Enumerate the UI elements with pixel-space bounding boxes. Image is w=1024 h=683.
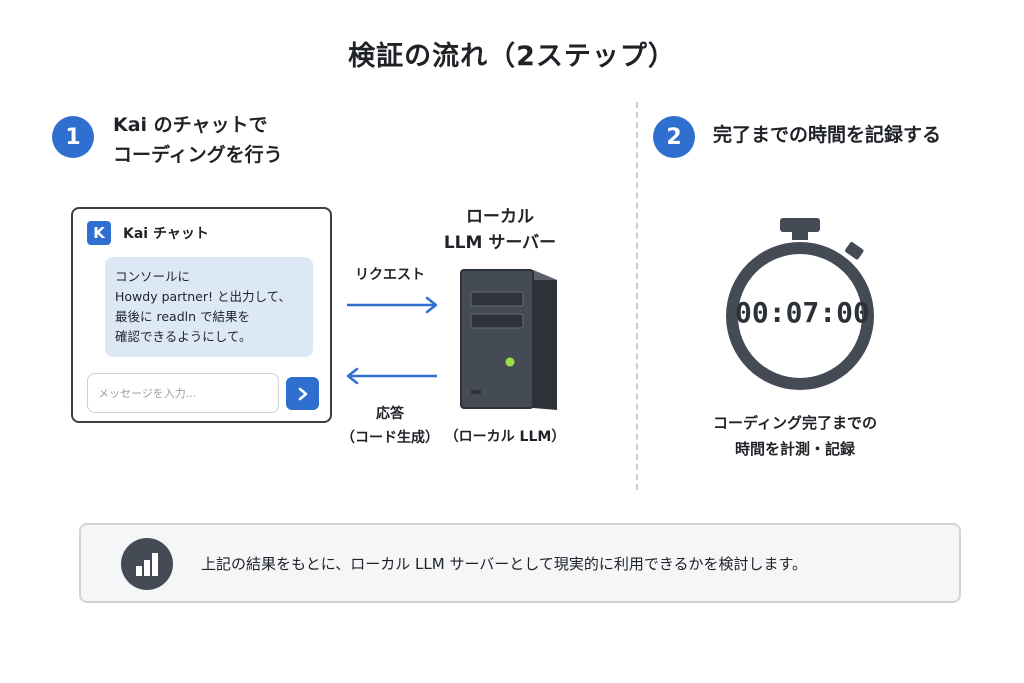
chat-message-line: 確認できるようにして。 [115, 329, 252, 344]
server-title-line2: LLM サーバー [443, 233, 557, 253]
message-input[interactable]: メッセージを入力... [87, 373, 279, 413]
request-arrow [347, 296, 438, 314]
chat-message-line: 最後に readln で結果を [115, 309, 250, 324]
summary-box: 上記の結果をもとに、ローカル LLM サーバーとして現実的に利用できるかを検討し… [79, 523, 961, 603]
page-title: 検証の流れ（2ステップ） [348, 41, 676, 72]
step-2-title: 完了までの時間を記録する [713, 124, 942, 146]
send-button[interactable] [286, 377, 319, 410]
response-label-line1: 応答 [376, 406, 404, 422]
chat-message-line: コンソールに [115, 269, 191, 284]
stopwatch-caption-line2: 時間を計測・記録 [734, 440, 855, 458]
server-title: ローカル LLM サーバー [430, 204, 570, 256]
step-1-title-line2: コーディングを行う [113, 144, 283, 166]
response-arrow [346, 367, 437, 385]
response-label-line2: （コード生成） [341, 430, 439, 446]
stopwatch-time: 00:07:00 [735, 296, 870, 329]
summary-text: 上記の結果をもとに、ローカル LLM サーバーとして現実的に利用できるかを検討し… [201, 555, 808, 573]
chat-window: K Kai チャット コンソールに Howdy partner! と出力して、 … [71, 207, 332, 423]
stopwatch-caption-line1: コーディング完了までの [713, 414, 877, 432]
step-1-title: Kai のチャットで コーディングを行う [113, 110, 283, 170]
server-title-line1: ローカル [466, 207, 534, 227]
step-1-title-line1: Kai のチャットで [113, 114, 268, 136]
chat-title: Kai チャット [123, 226, 209, 242]
section-divider [636, 102, 638, 490]
stopwatch-caption: コーディング完了までの 時間を計測・記録 [690, 410, 900, 462]
stopwatch-icon [726, 218, 874, 390]
response-label: 応答 （コード生成） [335, 402, 445, 450]
chat-message-line: Howdy partner! と出力して、 [115, 289, 291, 304]
step-2-number: 2 [653, 116, 695, 158]
step-1-number: 1 [52, 116, 94, 158]
bar-chart-icon [121, 538, 173, 590]
server-caption: （ローカル LLM） [444, 429, 566, 445]
chevron-right-icon [298, 387, 307, 400]
chat-message-bubble: コンソールに Howdy partner! と出力して、 最後に readln … [105, 257, 313, 357]
kai-logo-icon: K [87, 221, 111, 245]
request-label: リクエスト [355, 267, 425, 283]
server-icon [460, 269, 557, 410]
